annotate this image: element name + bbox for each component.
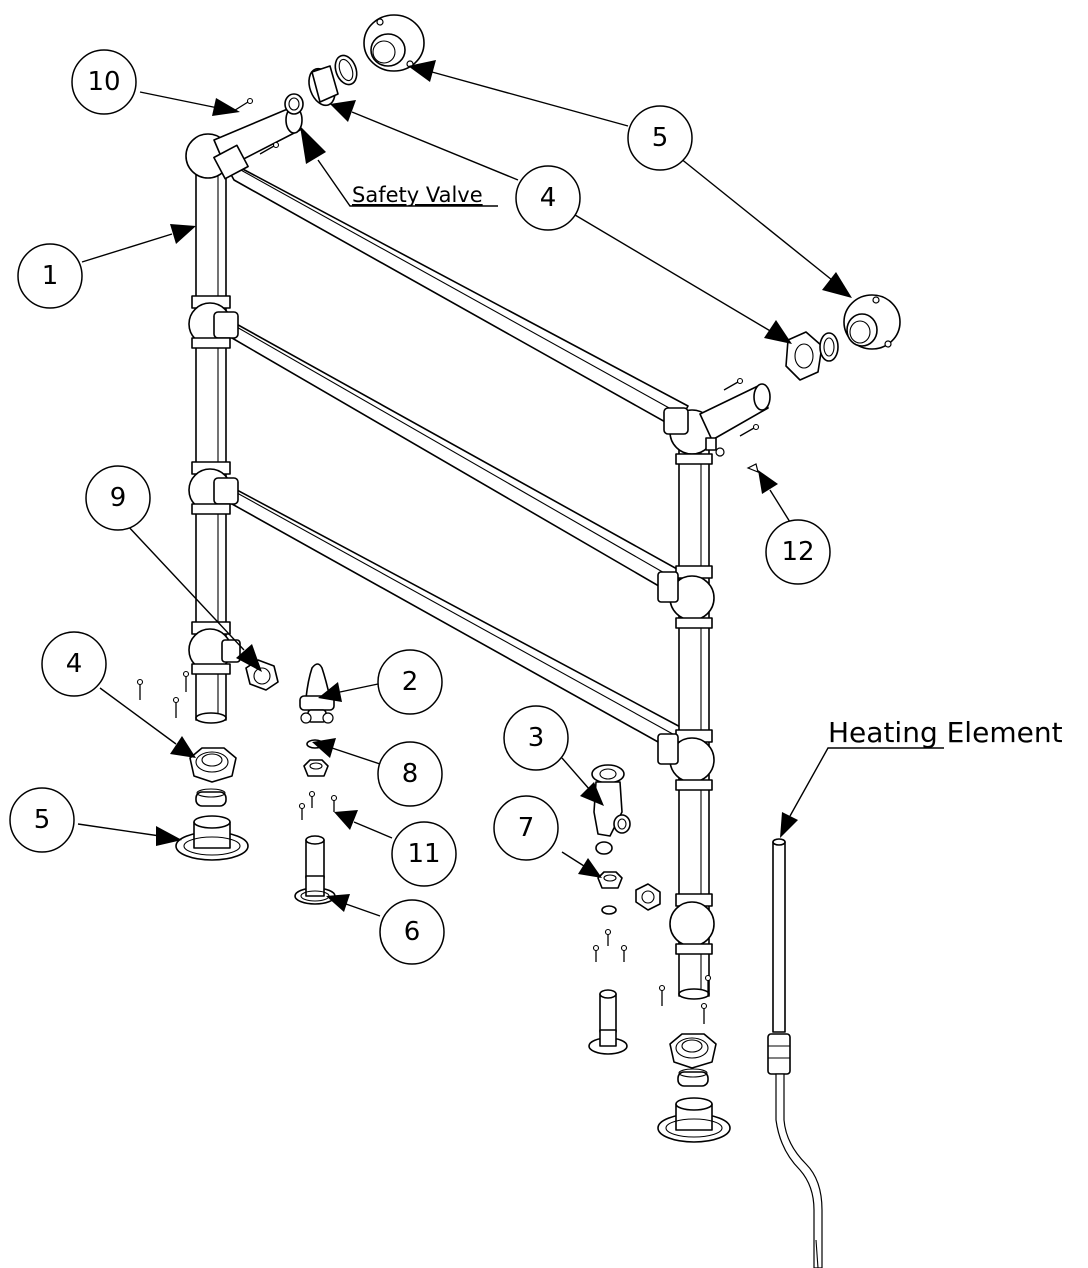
screws-top (231, 97, 760, 473)
balloon-5-lower: 5 (9, 787, 75, 853)
lower-right-olive (677, 1068, 709, 1087)
balloon-4-top-text: 4 (540, 183, 557, 213)
nut-small-left (303, 759, 329, 777)
heating-element (767, 838, 823, 1268)
balloon-10: 10 (71, 49, 137, 115)
balloon-4-top: 4 (515, 165, 581, 231)
right-post (657, 383, 771, 1000)
balloon-8-text: 8 (402, 759, 419, 789)
balloon-12: 12 (765, 519, 831, 585)
nut-small-7 (597, 871, 623, 889)
valve-body-3 (591, 764, 631, 855)
lower-right-floor-flange (657, 1097, 731, 1143)
leader-lines (77, 60, 944, 917)
balloon-1: 1 (17, 243, 83, 309)
lower-left-olive (195, 788, 227, 807)
balloon-4-lower-text: 4 (66, 649, 83, 679)
bleed-valve-12 (746, 463, 759, 473)
screws-lower-left (136, 670, 190, 718)
balloon-4-lower: 4 (41, 631, 107, 697)
balloon-1-text: 1 (42, 261, 59, 291)
safety-valve-part (284, 93, 304, 115)
balloon-10-text: 10 (87, 67, 120, 97)
left-post (185, 106, 303, 724)
valve-head-2 (299, 663, 335, 724)
lower-rail (221, 481, 687, 753)
screws-lower-right (592, 928, 712, 1024)
upper-wall-bracket-right (785, 294, 901, 381)
towel-rail-frame (185, 106, 771, 1000)
right-small-nut-olive (601, 883, 661, 915)
balloon-3: 3 (503, 705, 569, 771)
middle-rail (221, 315, 687, 597)
valve-tail-6 (294, 835, 336, 905)
balloon-2-text: 2 (402, 667, 419, 697)
valve-tail-right (588, 989, 628, 1055)
balloon-7: 7 (493, 795, 559, 861)
balloon-7-text: 7 (518, 813, 535, 843)
balloon-6: 6 (379, 899, 445, 965)
balloon-3-text: 3 (528, 723, 545, 753)
heating-element-label: Heating Element (828, 716, 1063, 749)
balloon-11-text: 11 (407, 839, 440, 869)
balloon-2: 2 (377, 649, 443, 715)
balloon-5-lower-text: 5 (34, 805, 51, 835)
balloon-9: 9 (85, 465, 151, 531)
balloon-9-text: 9 (110, 483, 127, 513)
lower-left-nut-4 (189, 747, 237, 783)
balloon-6-text: 6 (404, 917, 421, 947)
balloon-5-top: 5 (627, 105, 693, 171)
safety-valve-label: Safety Valve (352, 183, 483, 207)
balloon-11: 11 (391, 821, 457, 887)
balloon-12-text: 12 (781, 537, 814, 567)
upper-wall-bracket-top (308, 14, 425, 107)
lower-right-nut (669, 1033, 717, 1069)
lower-left-floor-flange-5 (175, 815, 249, 861)
balloon-5-top-text: 5 (652, 123, 669, 153)
balloon-8: 8 (377, 741, 443, 807)
screws-11 (298, 790, 338, 820)
